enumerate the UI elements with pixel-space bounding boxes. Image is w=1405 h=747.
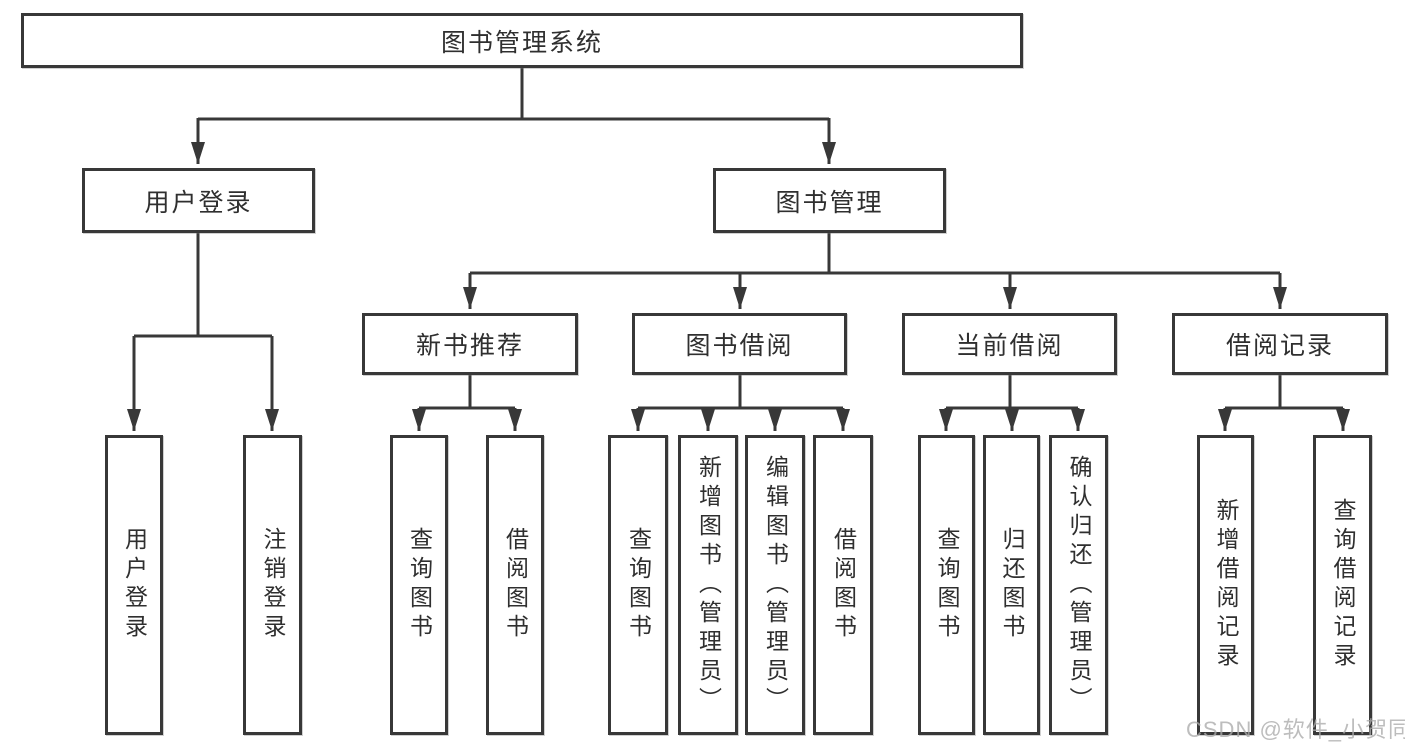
leaf-add-book-admin-label: 新增图书（管理员） xyxy=(695,454,722,716)
connector-borrow-records-branch xyxy=(1218,374,1350,431)
node-user-login-label: 用户登录 xyxy=(144,188,253,217)
node-new-books: 新书推荐 xyxy=(362,313,578,375)
node-current-borrow-label: 当前借阅 xyxy=(955,332,1064,360)
connector-user-login-branch xyxy=(127,232,279,431)
leaf-logout-label: 注销登录 xyxy=(260,527,286,643)
csdn-watermark: CSDN @软件_小贺同学 xyxy=(1186,717,1405,742)
leaf-user-login: 用户登录 xyxy=(105,435,163,735)
leaf-newbooks-borrow: 借阅图书 xyxy=(486,435,544,735)
leaf-borrow-book-label: 借阅图书 xyxy=(830,527,857,643)
leaf-query-borrow-record-label: 查询借阅记录 xyxy=(1330,498,1356,672)
leaf-return-book: 归还图书 xyxy=(983,435,1040,735)
node-new-books-label: 新书推荐 xyxy=(415,332,524,360)
connector-current-borrow-branch xyxy=(939,374,1085,431)
node-book-management-label: 图书管理 xyxy=(775,188,884,217)
connector-book-borrow-branch xyxy=(631,374,850,431)
leaf-newbooks-query-label: 查询图书 xyxy=(406,527,433,643)
leaf-return-book-label: 归还图书 xyxy=(999,527,1025,643)
leaf-user-login-label: 用户登录 xyxy=(121,527,148,643)
leaf-borrow-query-label: 查询图书 xyxy=(625,527,652,643)
node-book-borrow-label: 图书借阅 xyxy=(685,332,794,360)
node-current-borrow: 当前借阅 xyxy=(902,313,1117,375)
leaf-borrow-query: 查询图书 xyxy=(608,435,668,735)
leaf-logout: 注销登录 xyxy=(243,435,302,735)
leaf-add-borrow-record-label: 新增借阅记录 xyxy=(1213,498,1239,672)
node-user-login: 用户登录 xyxy=(82,168,315,233)
leaf-newbooks-query: 查询图书 xyxy=(390,435,448,735)
leaf-edit-book-admin: 编辑图书（管理员） xyxy=(745,435,805,735)
leaf-confirm-return-admin: 确认归还（管理员） xyxy=(1049,435,1108,735)
leaf-newbooks-borrow-label: 借阅图书 xyxy=(502,527,529,643)
node-borrow-records: 借阅记录 xyxy=(1172,313,1388,375)
leaf-confirm-return-admin-label: 确认归还（管理员） xyxy=(1066,454,1092,716)
node-book-borrow: 图书借阅 xyxy=(632,313,847,375)
node-root-label: 图书管理系统 xyxy=(440,28,603,57)
connector-book-management-to-level3 xyxy=(463,232,1287,309)
node-book-management: 图书管理 xyxy=(713,168,946,233)
leaf-current-query-label: 查询图书 xyxy=(934,527,960,643)
leaf-add-book-admin: 新增图书（管理员） xyxy=(678,435,738,735)
leaf-current-query: 查询图书 xyxy=(918,435,975,735)
leaf-borrow-book: 借阅图书 xyxy=(813,435,873,735)
leaf-query-borrow-record: 查询借阅记录 xyxy=(1313,435,1372,735)
node-root: 图书管理系统 xyxy=(21,13,1023,68)
leaf-add-borrow-record: 新增借阅记录 xyxy=(1197,435,1254,735)
node-borrow-records-label: 借阅记录 xyxy=(1225,332,1334,360)
connector-new-books-branch xyxy=(412,374,522,431)
leaf-edit-book-admin-label: 编辑图书（管理员） xyxy=(762,454,789,716)
connector-root-to-level2 xyxy=(191,66,836,164)
